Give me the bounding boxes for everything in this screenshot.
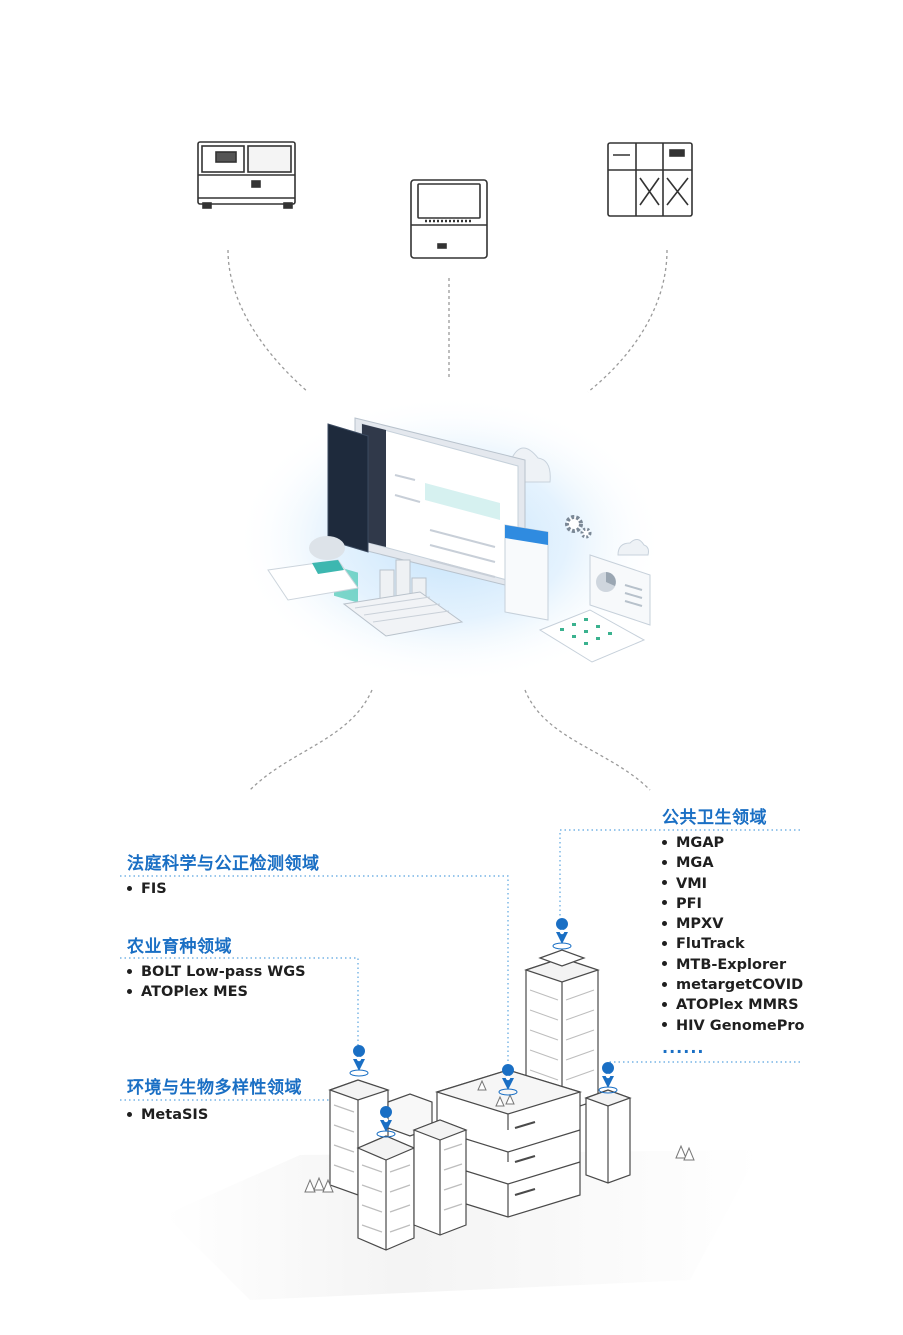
location-pin-icon xyxy=(502,1064,515,1090)
bullet-icon xyxy=(127,1111,132,1117)
more-ellipsis: ...... xyxy=(662,1038,705,1057)
location-pin-icon xyxy=(353,1045,366,1071)
bullet-icon xyxy=(127,968,132,974)
bullet-icon xyxy=(662,900,667,906)
environment-product-list: MetaSIS xyxy=(127,1105,208,1125)
bullet-icon xyxy=(662,1022,667,1028)
location-pin-icon xyxy=(380,1106,393,1132)
bullet-icon xyxy=(662,839,667,845)
bullet-icon xyxy=(662,859,667,865)
list-item: VMI xyxy=(662,874,805,894)
connector-lines-bottom xyxy=(249,689,651,791)
list-item: MPXV xyxy=(662,914,805,934)
agriculture-product-list: BOLT Low-pass WGS ATOPlex MES xyxy=(127,962,306,1003)
location-pin-icon xyxy=(556,917,569,944)
list-item: ATOPlex MES xyxy=(127,982,306,1002)
pin-rings xyxy=(349,942,618,1138)
bullet-icon xyxy=(662,940,667,946)
location-pin-icon xyxy=(602,1062,615,1088)
forensic-domain-title: 法庭科学与公正检测领域 xyxy=(127,854,320,874)
list-item: metargetCOVID xyxy=(662,975,805,995)
list-item: FluTrack xyxy=(662,934,805,954)
list-item: MGA xyxy=(662,853,805,873)
list-item: MetaSIS xyxy=(127,1105,208,1125)
agriculture-domain-title: 农业育种领域 xyxy=(127,937,232,957)
bullet-icon xyxy=(662,1001,667,1007)
list-item: BOLT Low-pass WGS xyxy=(127,962,306,982)
list-item: FIS xyxy=(127,879,167,899)
environment-domain-title: 环境与生物多样性领域 xyxy=(127,1078,302,1098)
compact-sequencer-icon xyxy=(410,179,488,259)
list-item: MGAP xyxy=(662,833,805,853)
bullet-icon xyxy=(662,920,667,926)
benchtop-sequencer-icon xyxy=(197,141,296,209)
city-buildings-icon xyxy=(304,949,695,1251)
bioinformatics-software-platform-icon xyxy=(267,417,651,663)
connector-lines-top xyxy=(227,249,668,393)
public-health-product-list: MGAP MGA VMI PFI MPXV FluTrack MTB-Explo… xyxy=(662,833,805,1036)
bullet-icon xyxy=(127,885,132,891)
bullet-icon xyxy=(127,988,132,994)
bullet-icon xyxy=(662,961,667,967)
forensic-product-list: FIS xyxy=(127,879,167,899)
bullet-icon xyxy=(662,880,667,886)
tower-sequencer-icon xyxy=(607,142,693,217)
list-item: ATOPlex MMRS xyxy=(662,995,805,1015)
bullet-icon xyxy=(662,981,667,987)
list-item: HIV GenomePro xyxy=(662,1016,805,1036)
list-item: MTB-Explorer xyxy=(662,955,805,975)
list-item: PFI xyxy=(662,894,805,914)
public-health-domain-title: 公共卫生领域 xyxy=(662,808,767,828)
